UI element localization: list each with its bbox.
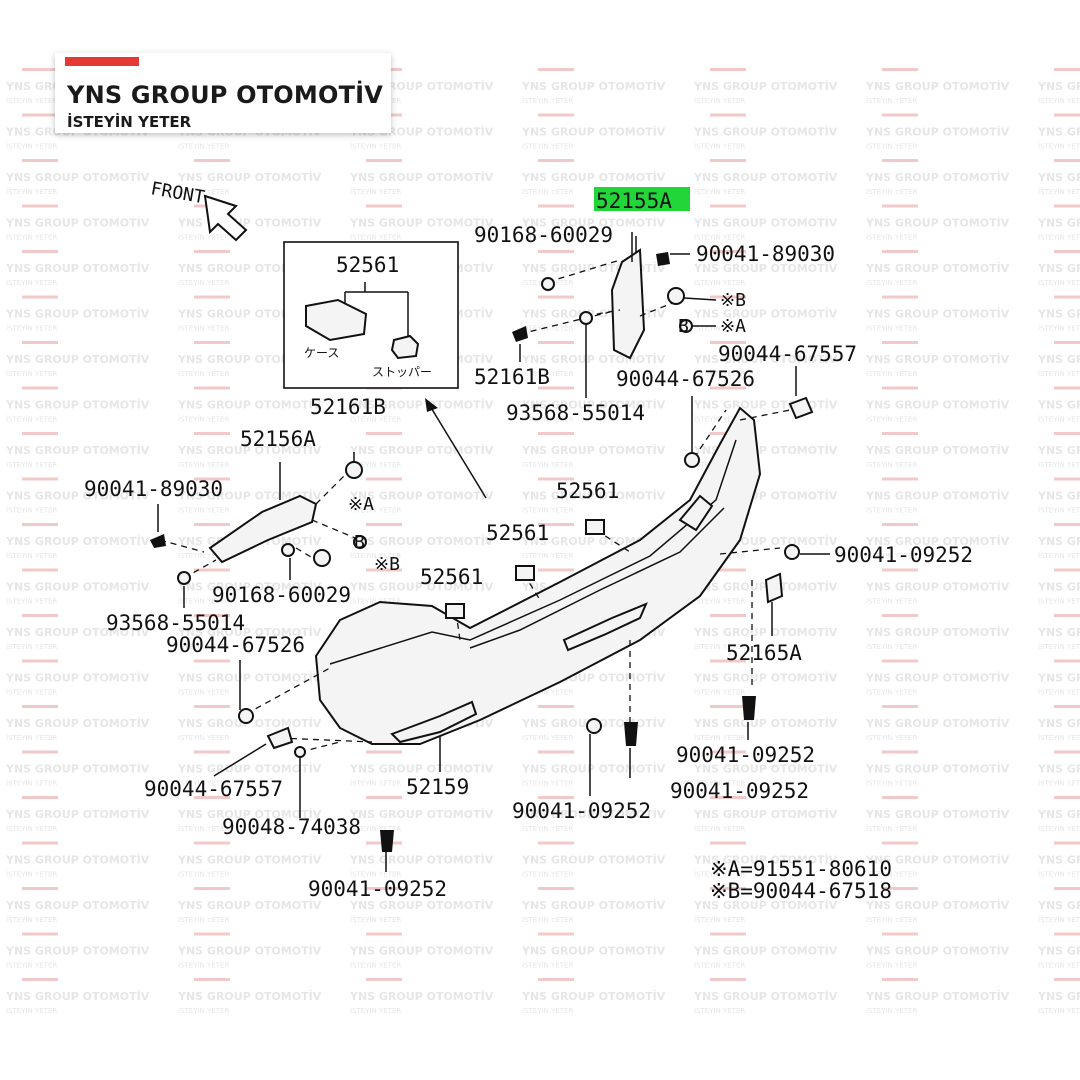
inset-part-number: 52561 <box>336 253 399 277</box>
label-93568-55014-top: 93568-55014 <box>506 401 645 425</box>
right-bracket-52155A <box>610 232 646 360</box>
inset-detail-box: 52561 ケース ストッパー <box>283 241 459 389</box>
brand-logo-box: YNS GROUP OTOMOTİV İSTEYİN YETER <box>55 53 391 133</box>
label-90041-09252-r2: 90041-09252 <box>676 743 815 767</box>
label-52155A: 52155A <box>596 189 672 213</box>
label-markB-mid: ※B <box>374 554 400 575</box>
highlight-52155A <box>594 187 690 211</box>
legend: ※A=91551-80610 ※B=90044-67518 <box>710 857 892 903</box>
label-90041-09252-c1: 90041-09252 <box>670 779 809 803</box>
label-markA-mid: ※A <box>348 494 374 515</box>
label-52561-b: 52561 <box>486 521 549 545</box>
label-markB-top: ※B <box>720 290 746 311</box>
label-90168-60029-mid: 90168-60029 <box>212 583 351 607</box>
brand-subtitle: İSTEYİN YETER <box>67 113 192 131</box>
label-90041-09252-c2: 90041-09252 <box>512 799 651 823</box>
label-52156A: 52156A <box>240 427 316 451</box>
inset-pointer-line <box>429 405 487 499</box>
rear-bumper-cover <box>314 406 762 745</box>
label-90048-74038: 90048-74038 <box>222 815 361 839</box>
front-label: FRONT <box>149 178 206 208</box>
label-52161B-mid: 52161B <box>310 395 386 419</box>
hardware-pieces <box>150 252 814 852</box>
label-93568-55014-left: 93568-55014 <box>106 611 245 635</box>
label-B-mid: B <box>354 532 365 553</box>
inset-pointer-arrowhead <box>425 398 438 412</box>
label-52165A: 52165A <box>726 641 802 665</box>
legend-item-B: ※B=90044-67518 <box>710 879 892 903</box>
label-90041-09252-bottom: 90041-09252 <box>308 877 447 901</box>
label-90041-89030-top: 90041-89030 <box>696 242 835 266</box>
label-52161B-top: 52161B <box>474 365 550 389</box>
stopper-part-shape <box>390 334 420 360</box>
brand-title: YNS GROUP OTOMOTİV <box>67 81 384 109</box>
stopper-label: ストッパー <box>372 365 432 379</box>
case-part-shape <box>305 298 368 342</box>
label-90044-67557-top: 90044-67557 <box>718 342 857 366</box>
label-52159: 52159 <box>406 775 469 799</box>
brand-accent-bar <box>65 57 139 66</box>
label-52561-a: 52561 <box>556 479 619 503</box>
label-markA-top: ※A <box>720 316 746 337</box>
leader-lines <box>157 236 830 872</box>
label-90041-89030-left: 90041-89030 <box>84 477 223 501</box>
label-52561-c: 52561 <box>420 565 483 589</box>
label-B-symbol: B <box>678 316 689 337</box>
case-label: ケース <box>304 346 339 360</box>
label-90168-60029-top: 90168-60029 <box>474 223 613 247</box>
label-90044-67557-bottom: 90044-67557 <box>144 777 283 801</box>
label-90044-67526-top: 90044-67526 <box>616 367 755 391</box>
label-90044-67526-left: 90044-67526 <box>166 633 305 657</box>
part-labels: 52155A 90168-60029 90041-89030 ※B B ※A 5… <box>84 189 973 901</box>
left-bracket-52156A <box>208 462 318 564</box>
label-90041-09252-right: 90041-09252 <box>834 543 973 567</box>
legend-item-A: ※A=91551-80610 <box>710 857 892 881</box>
front-arrow: FRONT <box>149 178 248 242</box>
